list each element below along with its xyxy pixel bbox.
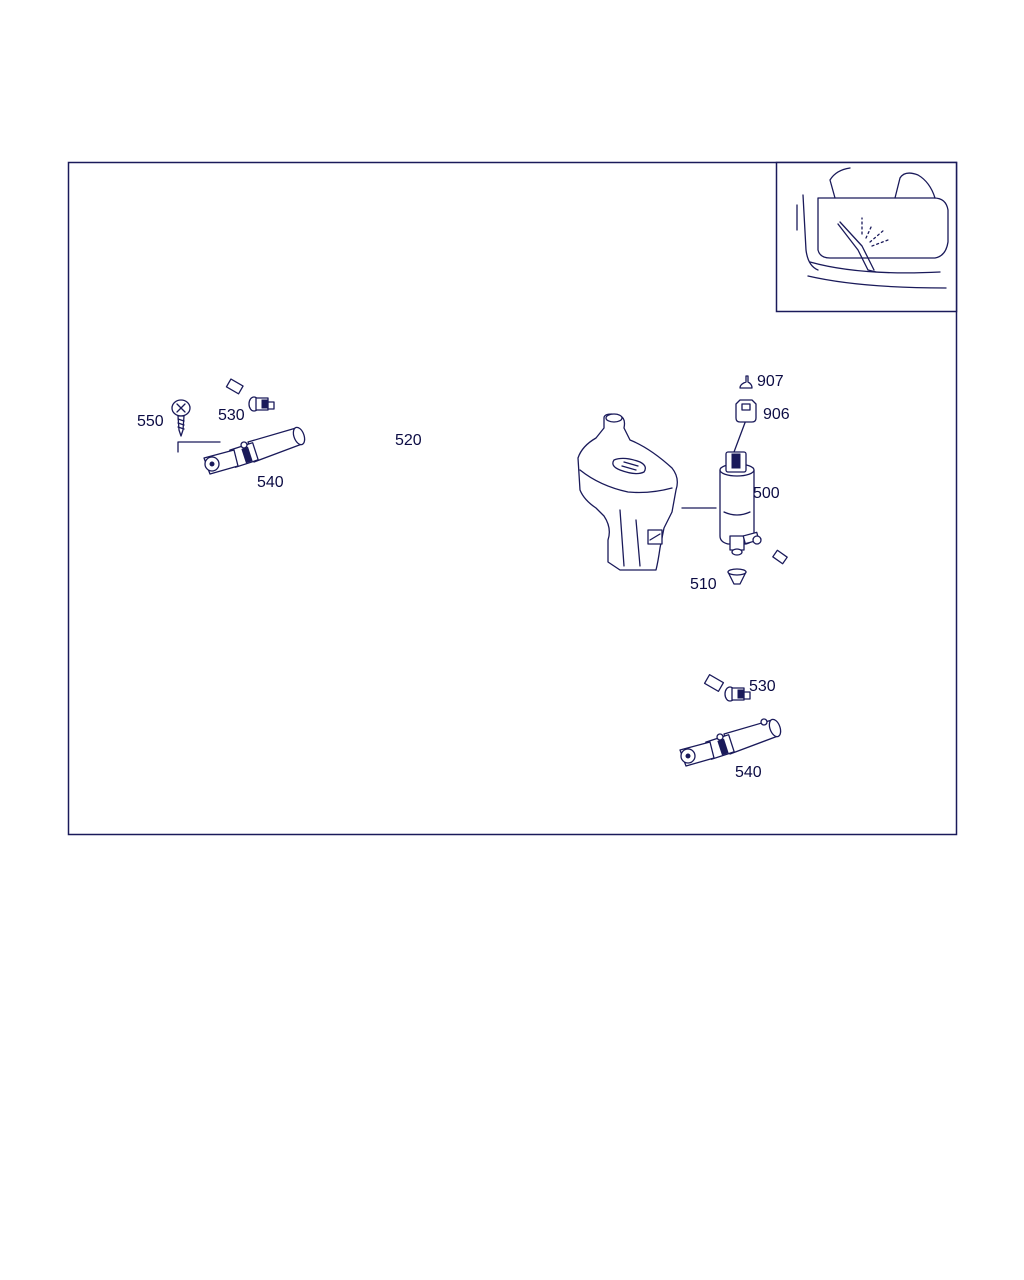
label-510: 510: [690, 576, 717, 593]
label-530-right: 530: [749, 678, 776, 695]
label-907: 907: [757, 373, 784, 390]
hose-520: [214, 344, 800, 692]
connector-530-left: [248, 396, 275, 412]
washer-tank: [577, 413, 717, 571]
label-906: 906: [763, 406, 790, 423]
label-550: 550: [137, 413, 164, 430]
connector-530-right: [724, 686, 751, 702]
label-520: 520: [395, 432, 422, 449]
diagram-frame: [67, 161, 958, 836]
spray-lines: [861, 217, 889, 247]
pump-500: [719, 419, 762, 556]
connector-906: [735, 399, 757, 423]
label-530-left: 530: [218, 407, 245, 424]
headlamp-inset: [775, 161, 958, 313]
screw-550: [171, 399, 221, 453]
label-540-right: 540: [735, 764, 762, 781]
plug-907: [739, 375, 753, 389]
grommet-510: [727, 568, 747, 585]
label-500: 500: [753, 485, 780, 502]
label-540-left: 540: [257, 474, 284, 491]
nozzle-540-left: [203, 426, 306, 475]
nozzle-540-right: [679, 718, 782, 767]
